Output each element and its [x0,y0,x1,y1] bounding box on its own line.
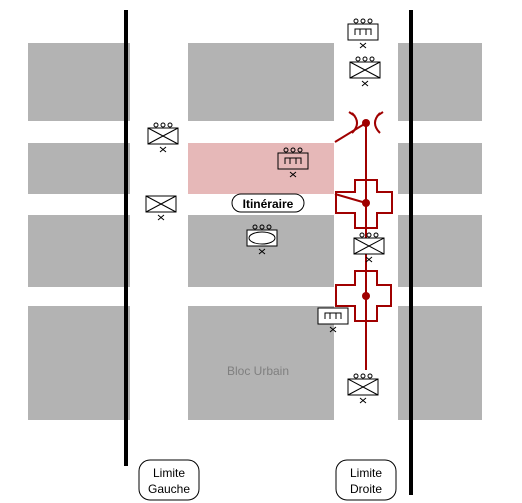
block-left-2 [28,143,130,194]
right-boundary-label-line1: Limite [350,466,382,480]
left-boundary-label: Limite Gauche [138,459,200,501]
route-point-lower [362,292,370,300]
block-left-3 [28,215,130,287]
block-center-3 [188,306,334,420]
block-left-4 [28,306,130,420]
route-point-upper [362,199,370,207]
right-boundary-label-line2: Droite [350,482,382,496]
unit-symbol-left-2 [145,195,177,221]
passage-lane-symbol [348,111,384,134]
block-left-1 [28,43,130,121]
block-center-1 [188,43,334,121]
route-line-branch [334,122,367,143]
unit-symbol-bottom [347,373,379,404]
checkpoint-cross-upper [335,179,393,229]
unit-symbol-top-2 [349,56,381,87]
unit-symbol-left-1 [147,122,179,153]
checkpoint-cross-lower [335,270,392,322]
left-boundary-label-line2: Gauche [148,482,190,496]
unit-symbol-center-1 [277,147,309,178]
unit-symbol-top-1 [347,18,379,49]
route-label: Itinéraire [231,193,305,213]
left-boundary-label-line1: Limite [153,466,185,480]
unit-symbols [145,18,385,404]
unit-symbol-right-2 [317,307,349,333]
route-point-top [362,119,370,127]
urban-block-label: Bloc Urbain [227,364,289,378]
route-label-text: Itinéraire [243,197,294,211]
highlighted-block [188,143,334,194]
unit-symbol-right-1 [353,232,385,263]
unit-symbol-center-2 [246,224,278,255]
route-line-diag [334,193,367,204]
right-boundary-label: Limite Droite [335,459,397,501]
